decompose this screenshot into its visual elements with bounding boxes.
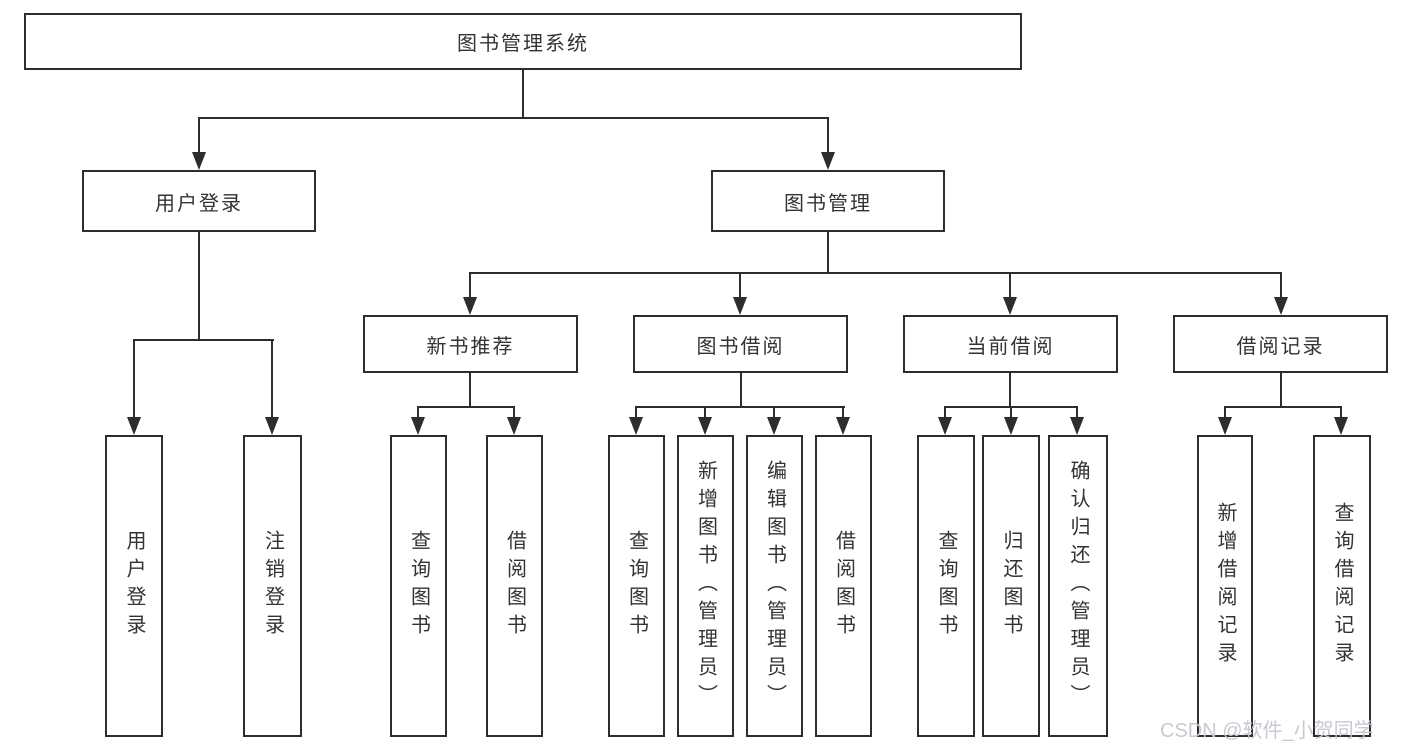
node-book-borrowing-label: 图书借阅	[696, 335, 785, 358]
connector-userlogin-stem	[198, 232, 200, 340]
leaf-query-borrow-record-label: 查询借阅记录	[1331, 502, 1353, 670]
node-book-management: 图书管理	[711, 170, 945, 232]
connector-l3-stem-3	[1009, 272, 1011, 300]
arrow-down-icon	[1004, 417, 1018, 435]
node-root: 图书管理系统	[24, 13, 1022, 70]
connector-records-stem-l	[1224, 406, 1226, 420]
leaf-add-book-admin: 新增图书（管理员）	[677, 435, 734, 737]
connector-l3-hline	[469, 272, 1282, 274]
node-borrow-records: 借阅记录	[1173, 315, 1388, 373]
connector-borrow-stem-3	[773, 406, 775, 420]
leaf-add-borrow-record: 新增借阅记录	[1197, 435, 1253, 737]
connector-l3-stem-1	[469, 272, 471, 300]
arrow-down-icon	[507, 417, 521, 435]
leaf-query-books-borrow: 查询图书	[608, 435, 665, 737]
connector-borrow-stem-2	[704, 406, 706, 420]
arrow-down-icon	[821, 152, 835, 170]
connector-l3-stem-2	[739, 272, 741, 300]
leaf-query-books-current: 查询图书	[917, 435, 975, 737]
connector-l2-stem-right	[827, 117, 829, 157]
node-current-borrowing: 当前借阅	[903, 315, 1118, 373]
arrow-down-icon	[836, 417, 850, 435]
leaf-edit-book-admin-label: 编辑图书（管理员）	[763, 460, 786, 712]
connector-current-stem	[1009, 373, 1011, 407]
connector-newbook-stem-l	[417, 406, 419, 420]
connector-newbook-stem	[469, 373, 471, 407]
node-borrow-records-label: 借阅记录	[1236, 335, 1325, 358]
leaf-query-books-recommend-label: 查询图书	[407, 530, 430, 642]
connector-records-hline	[1224, 406, 1342, 408]
csdn-watermark: CSDN @软件_小贺同学	[1160, 720, 1374, 742]
leaf-return-book-label: 归还图书	[1000, 530, 1022, 642]
leaf-edit-book-admin: 编辑图书（管理员）	[746, 435, 803, 737]
connector-borrow-stem	[740, 373, 742, 407]
leaf-user-login-label: 用户登录	[123, 530, 145, 642]
connector-l2-hline	[198, 117, 829, 119]
leaf-add-borrow-record-label: 新增借阅记录	[1214, 502, 1236, 670]
arrow-down-icon	[192, 152, 206, 170]
leaf-query-books-current-label: 查询图书	[935, 530, 957, 642]
node-current-borrowing-label: 当前借阅	[966, 335, 1055, 358]
leaf-borrow-books-recommend-label: 借阅图书	[503, 530, 526, 642]
leaf-borrow-books-label: 借阅图书	[832, 530, 855, 642]
leaf-user-login: 用户登录	[105, 435, 163, 737]
node-user-login: 用户登录	[82, 170, 316, 232]
leaf-confirm-return-admin-label: 确认归还（管理员）	[1067, 460, 1089, 712]
arrow-down-icon	[265, 417, 279, 435]
leaf-query-books-recommend: 查询图书	[390, 435, 447, 737]
connector-current-stem-2	[1010, 406, 1012, 420]
connector-current-stem-1	[944, 406, 946, 420]
node-new-book-recommend-label: 新书推荐	[426, 335, 515, 358]
leaf-query-borrow-record: 查询借阅记录	[1313, 435, 1371, 737]
connector-root-stem	[522, 70, 524, 118]
leaf-return-book: 归还图书	[982, 435, 1040, 737]
arrow-down-icon	[629, 417, 643, 435]
arrow-down-icon	[127, 417, 141, 435]
connector-userlogin-stem-l	[133, 339, 135, 419]
connector-records-stem-r	[1340, 406, 1342, 420]
leaf-borrow-books: 借阅图书	[815, 435, 872, 737]
leaf-add-book-admin-label: 新增图书（管理员）	[694, 460, 717, 712]
arrow-down-icon	[1334, 417, 1348, 435]
node-new-book-recommend: 新书推荐	[363, 315, 578, 373]
arrow-down-icon	[938, 417, 952, 435]
node-book-borrowing: 图书借阅	[633, 315, 848, 373]
arrow-down-icon	[1003, 297, 1017, 315]
leaf-logout-label: 注销登录	[261, 530, 284, 642]
leaf-borrow-books-recommend: 借阅图书	[486, 435, 543, 737]
leaf-confirm-return-admin: 确认归还（管理员）	[1048, 435, 1108, 737]
leaf-logout: 注销登录	[243, 435, 302, 737]
connector-l3-stem-4	[1280, 272, 1282, 300]
connector-records-stem	[1280, 373, 1282, 407]
arrow-down-icon	[411, 417, 425, 435]
arrow-down-icon	[1274, 297, 1288, 315]
arrow-down-icon	[463, 297, 477, 315]
arrow-down-icon	[733, 297, 747, 315]
connector-newbook-hline	[417, 406, 515, 408]
leaf-query-books-borrow-label: 查询图书	[625, 530, 648, 642]
node-user-login-label: 用户登录	[155, 192, 243, 215]
connector-borrow-stem-1	[635, 406, 637, 420]
connector-bookmgmt-stem	[827, 232, 829, 273]
arrow-down-icon	[1070, 417, 1084, 435]
connector-newbook-stem-r	[513, 406, 515, 420]
arrow-down-icon	[1218, 417, 1232, 435]
arrow-down-icon	[698, 417, 712, 435]
connector-userlogin-hline	[133, 339, 274, 341]
arrow-down-icon	[767, 417, 781, 435]
connector-borrow-stem-4	[842, 406, 844, 420]
node-root-label: 图书管理系统	[457, 33, 589, 55]
connector-current-stem-3	[1076, 406, 1078, 420]
connector-borrow-hline	[635, 406, 845, 408]
node-book-management-label: 图书管理	[784, 192, 872, 215]
connector-l2-stem-left	[198, 117, 200, 157]
connector-userlogin-stem-r	[271, 339, 273, 419]
